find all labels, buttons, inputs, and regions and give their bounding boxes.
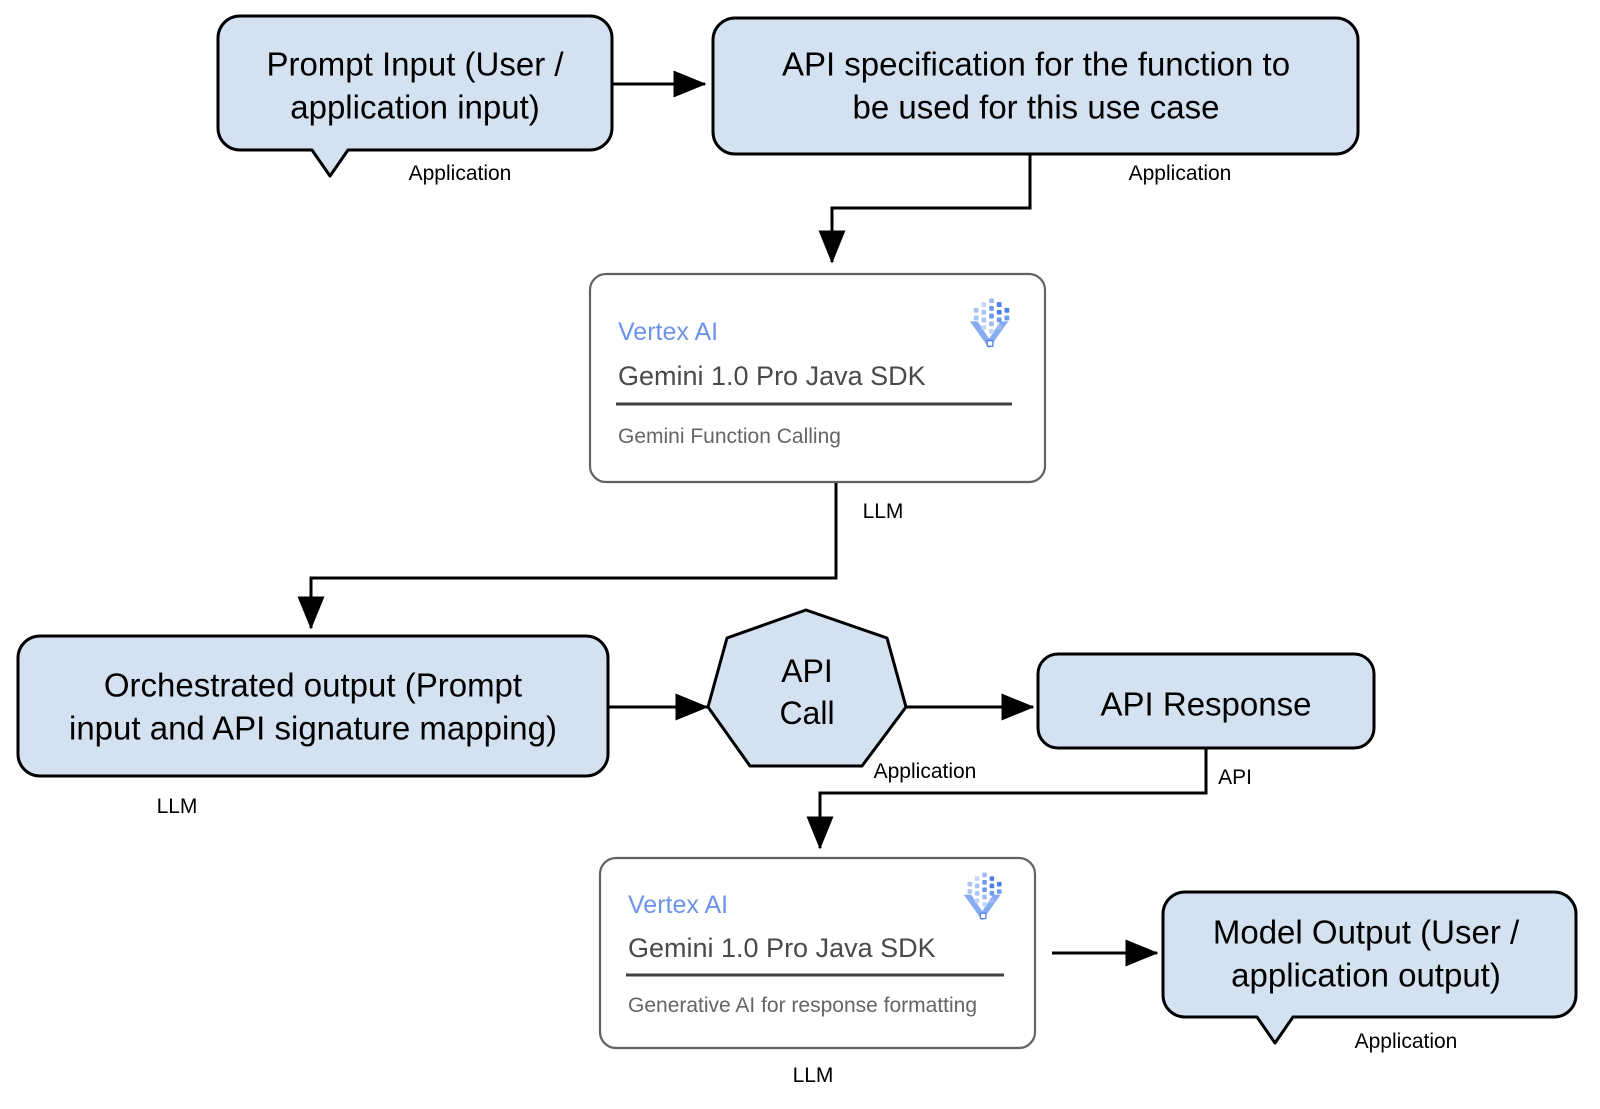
vertex-card-bottom-brand: Vertex AI xyxy=(628,891,728,919)
vertex-card-top-edge-label: LLM xyxy=(863,500,904,523)
vertex-card-bottom-subtitle: Generative AI for response formatting xyxy=(628,994,977,1017)
api-call-label-line2: Call xyxy=(779,695,834,731)
model-output-callout-shape xyxy=(1161,890,1578,1045)
api-specification-shape xyxy=(711,16,1360,156)
vertex-card-top-brand: Vertex AI xyxy=(618,318,718,346)
vertex-card-top-title: Gemini 1.0 Pro Java SDK xyxy=(618,361,926,391)
node-model-output[interactable]: Model Output (User / application output)… xyxy=(1161,890,1578,1053)
prompt-input-label-line2: application input) xyxy=(290,89,540,126)
api-response-shape xyxy=(1036,652,1376,750)
connector-vertex-top-to-orchestrated xyxy=(297,482,838,630)
node-vertex-card-bottom[interactable]: Vertex AI Gemini 1.0 Pro Java SDK Genera… xyxy=(598,856,1037,1087)
api-response-edge-label: API xyxy=(1218,766,1252,789)
node-api-specification[interactable]: API specification for the function to be… xyxy=(711,16,1360,185)
vertex-ai-logo-icon xyxy=(969,298,1010,349)
vertex-card-bottom-edge-label: LLM xyxy=(793,1064,834,1087)
node-api-response[interactable]: API Response API xyxy=(1036,652,1376,789)
node-prompt-input[interactable]: Prompt Input (User / application input) … xyxy=(216,14,614,185)
vertex-card-top-subtitle: Gemini Function Calling xyxy=(618,425,841,448)
orchestrated-output-shape xyxy=(16,634,610,778)
prompt-input-edge-label: Application xyxy=(409,162,512,185)
model-output-edge-label: Application xyxy=(1355,1030,1458,1053)
api-call-label-line1: API xyxy=(781,653,833,689)
vertex-ai-logo-icon xyxy=(963,872,1002,921)
connector-apiresponse-to-vertex-bottom xyxy=(806,748,1208,850)
api-specification-label-line1: API specification for the function to xyxy=(782,46,1290,83)
connector-apispec-to-vertex-top xyxy=(818,154,1032,264)
model-output-label-line1: Model Output (User / xyxy=(1213,914,1520,951)
api-specification-edge-label: Application xyxy=(1129,162,1232,185)
prompt-input-callout-shape xyxy=(216,14,614,178)
vertex-card-bottom-shape xyxy=(598,856,1037,1050)
api-call-heptagon-shape xyxy=(706,608,908,768)
api-response-label: API Response xyxy=(1101,686,1312,723)
api-call-edge-label: Application xyxy=(874,760,977,783)
node-vertex-card-top[interactable]: Vertex AI Gemini 1.0 Pro Java SDK Gemini… xyxy=(588,272,1047,523)
vertex-card-bottom-title: Gemini 1.0 Pro Java SDK xyxy=(628,933,936,963)
orchestrated-output-label-line1: Orchestrated output (Prompt xyxy=(104,667,522,704)
prompt-input-label-line1: Prompt Input (User / xyxy=(266,46,564,83)
orchestrated-output-edge-label: LLM xyxy=(157,795,198,818)
api-specification-label-line2: be used for this use case xyxy=(853,89,1220,126)
orchestrated-output-label-line2: input and API signature mapping) xyxy=(69,710,557,747)
node-api-call[interactable]: API Call Application xyxy=(706,608,977,783)
model-output-label-line2: application output) xyxy=(1231,957,1501,994)
node-orchestrated-output[interactable]: Orchestrated output (Prompt input and AP… xyxy=(16,634,610,818)
vertex-card-top-shape xyxy=(588,272,1047,484)
